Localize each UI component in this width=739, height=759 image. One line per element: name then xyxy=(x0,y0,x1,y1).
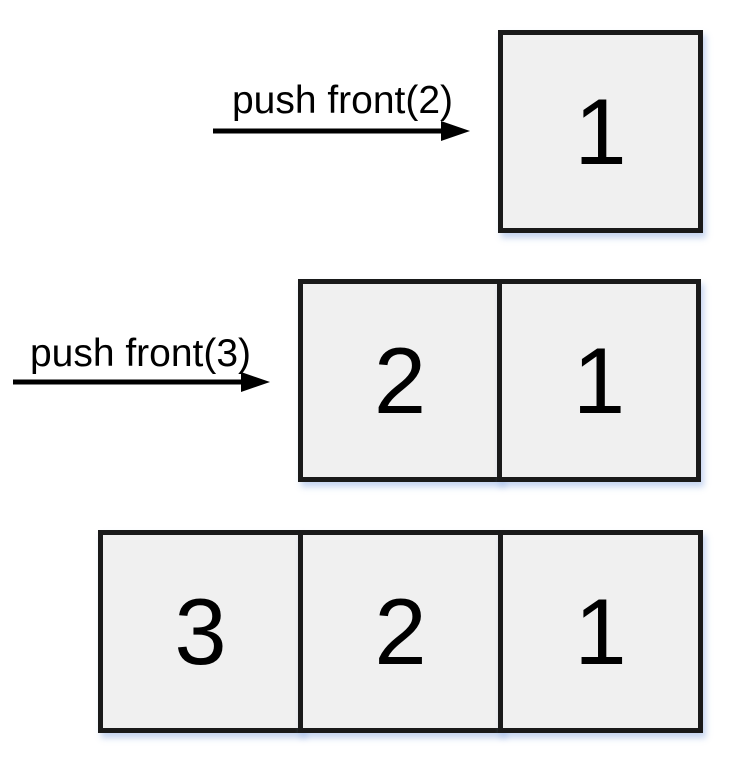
deque-stage-2: 2 1 xyxy=(298,279,701,482)
cell-value: 1 xyxy=(574,78,627,184)
deque-cell: 3 xyxy=(98,530,303,733)
cell-value: 1 xyxy=(574,578,627,684)
deque-stage-3: 3 2 1 xyxy=(98,530,703,733)
arrow-right-icon xyxy=(13,372,270,392)
deque-cell: 1 xyxy=(498,530,703,733)
arrow-right-icon xyxy=(213,121,470,141)
deque-cell: 1 xyxy=(497,279,701,482)
deque-cell: 2 xyxy=(298,530,503,733)
deque-cell: 1 xyxy=(498,30,703,233)
cell-value: 1 xyxy=(572,327,626,433)
cell-value: 2 xyxy=(373,327,427,433)
deque-stage-1: 1 xyxy=(498,30,703,233)
push-front-3-label: push front(3) xyxy=(29,332,252,375)
push-front-2-label: push front(2) xyxy=(231,79,454,122)
cell-value: 2 xyxy=(374,578,427,684)
cell-value: 3 xyxy=(174,578,227,684)
deque-cell: 2 xyxy=(298,279,502,482)
